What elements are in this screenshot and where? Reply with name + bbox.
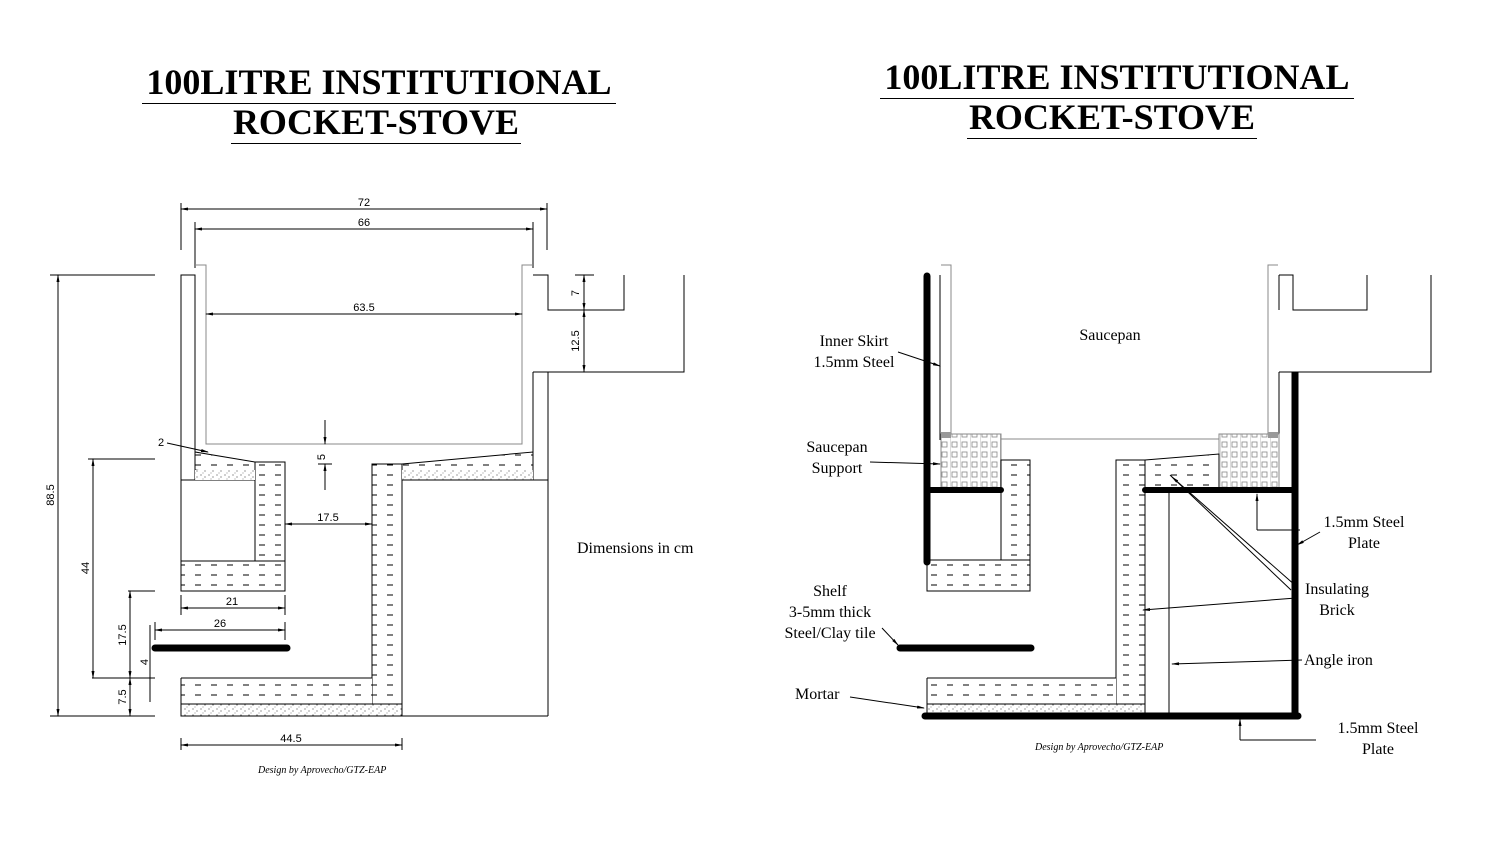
dim-base-height: 7.5 bbox=[117, 689, 129, 704]
dim-shelf-thickness: 4 bbox=[139, 659, 151, 665]
dim-shelf-height: 17.5 bbox=[117, 624, 129, 645]
dim-skirt-top: 7 bbox=[570, 290, 582, 296]
label-shelf-1: Shelf bbox=[813, 583, 847, 600]
label-shelf-3: Steel/Clay tile bbox=[784, 625, 875, 642]
left-title: 100LITRE INSTITUTIONAL bbox=[134, 62, 624, 104]
dim-feed-width: 21 bbox=[226, 596, 238, 608]
dim-inner-width: 66 bbox=[358, 217, 370, 229]
right-title-line1: 100LITRE INSTITUTIONAL bbox=[880, 57, 1354, 99]
right-title-2: ROCKET-STOVE bbox=[872, 97, 1352, 139]
label-steel-plate-bottom-2: Plate bbox=[1362, 741, 1394, 758]
right-stove-section bbox=[849, 264, 1432, 741]
dim-base-length: 44.5 bbox=[280, 733, 301, 745]
right-title-line2: ROCKET-STOVE bbox=[966, 97, 1258, 139]
label-saucepan: Saucepan bbox=[1079, 327, 1140, 344]
dim-chamber-height: 44 bbox=[80, 562, 92, 574]
dim-gap-callout: 2 bbox=[158, 437, 164, 449]
label-saucepan-support-2: Support bbox=[812, 460, 863, 477]
label-saucepan-support-1: Saucepan bbox=[806, 439, 867, 456]
left-stove-section bbox=[50, 203, 685, 750]
dim-overall-height: 88.5 bbox=[45, 484, 57, 505]
dim-overall-width: 72 bbox=[358, 197, 370, 209]
label-steel-plate-top-1: 1.5mm Steel bbox=[1324, 514, 1405, 531]
left-title-line2: ROCKET-STOVE bbox=[230, 102, 522, 144]
right-credit: Design by Aprovecho/GTZ-EAP bbox=[1034, 742, 1163, 753]
label-inner-skirt-1: Inner Skirt bbox=[820, 333, 889, 350]
units-note: Dimensions in cm bbox=[577, 540, 694, 557]
label-mortar: Mortar bbox=[795, 686, 840, 703]
label-insulating-brick-1: Insulating bbox=[1305, 581, 1369, 598]
label-steel-plate-top-2: Plate bbox=[1348, 535, 1380, 552]
left-credit: Design by Aprovecho/GTZ-EAP bbox=[257, 765, 386, 776]
dim-pan-gap: 5 bbox=[316, 454, 328, 460]
label-steel-plate-bottom-1: 1.5mm Steel bbox=[1338, 720, 1419, 737]
dim-saucepan-width: 63.5 bbox=[353, 302, 374, 314]
left-title-line1: 100LITRE INSTITUTIONAL bbox=[142, 62, 616, 104]
left-title-2: ROCKET-STOVE bbox=[134, 102, 618, 144]
dim-shelf-length: 26 bbox=[214, 618, 226, 630]
dim-chimney-width: 17.5 bbox=[317, 512, 338, 524]
label-insulating-brick-2: Brick bbox=[1319, 602, 1355, 619]
right-title: 100LITRE INSTITUTIONAL bbox=[872, 57, 1362, 99]
label-shelf-2: 3-5mm thick bbox=[789, 604, 871, 621]
dim-skirt-gap: 12.5 bbox=[570, 330, 582, 351]
label-inner-skirt-2: 1.5mm Steel bbox=[814, 354, 895, 371]
label-angle-iron: Angle iron bbox=[1304, 652, 1373, 669]
